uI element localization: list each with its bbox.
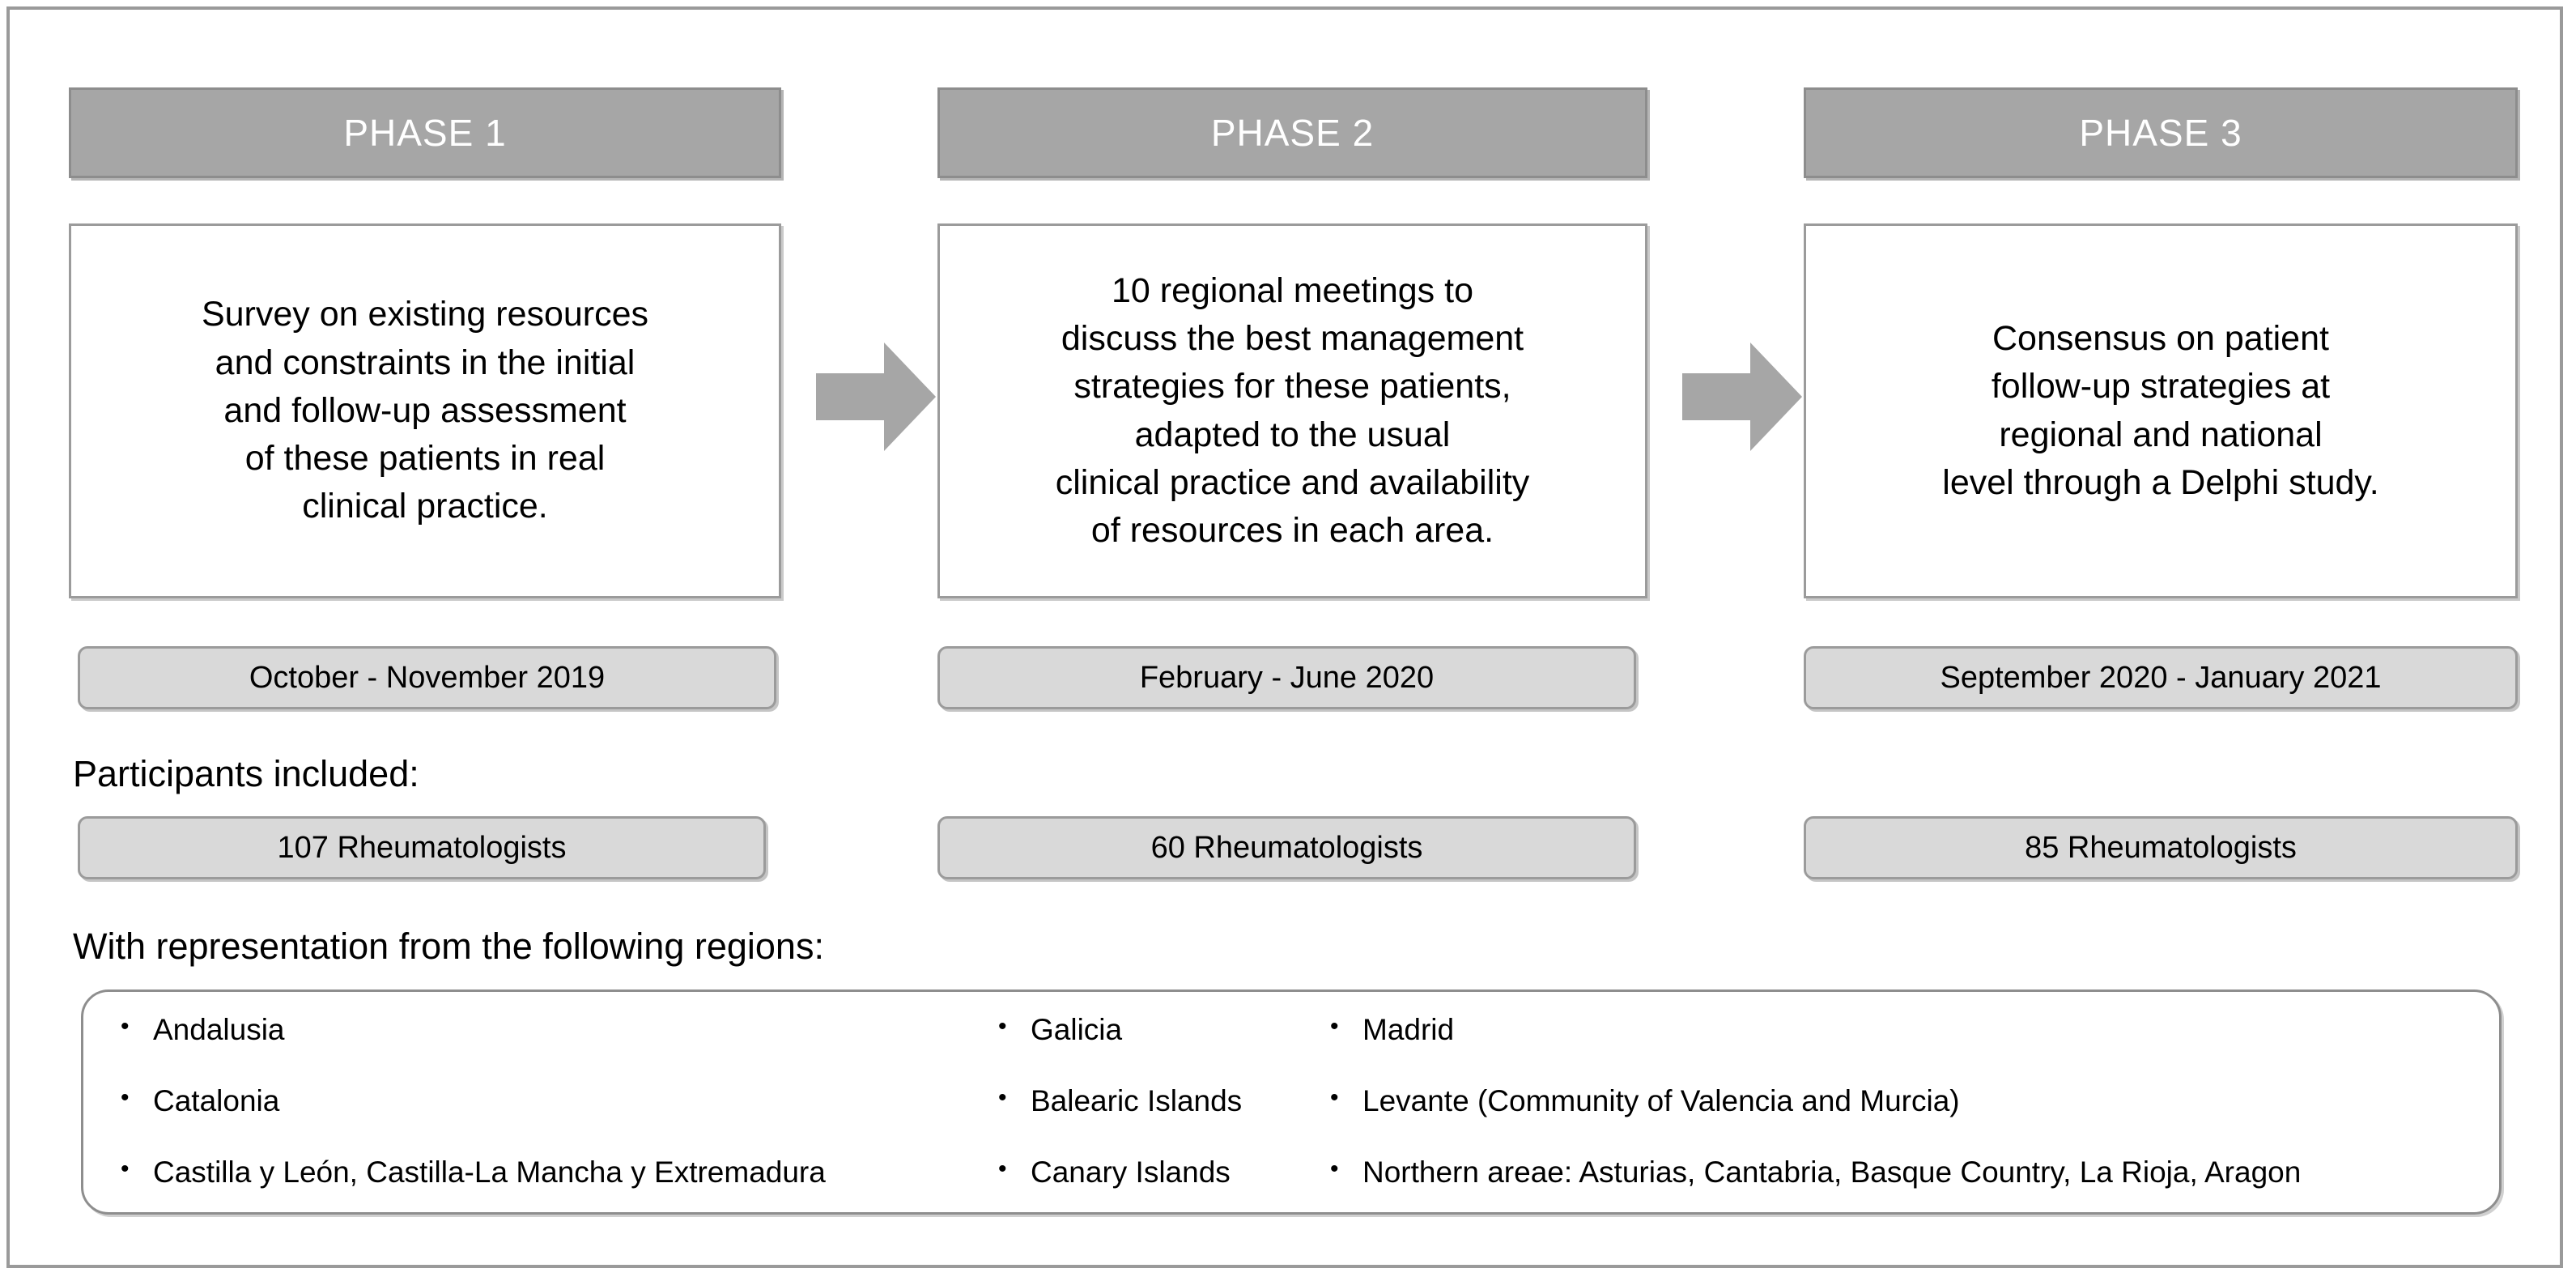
phase-3-participants-label: 85 Rheumatologists	[2025, 830, 2297, 865]
phase-2-header: PHASE 2	[937, 87, 1647, 178]
phase-2-participants-pill: 60 Rheumatologists	[937, 816, 1636, 879]
region-list-item: • Balearic Islands	[998, 1083, 1314, 1154]
regions-column-2: • Galicia • Balearic Islands • Canary Is…	[998, 1011, 1314, 1225]
phase-3-header-label: PHASE 3	[2079, 112, 2242, 154]
phase-2-date-label: February - June 2020	[1139, 660, 1435, 695]
region-list-item: • Levante (Community of Valencia and Mur…	[1330, 1083, 2480, 1154]
region-label: Northern areae: Asturias, Cantabria, Bas…	[1362, 1155, 2302, 1189]
phase-1-date-pill: October - November 2019	[78, 646, 776, 709]
region-label: Castilla y León, Castilla-La Mancha y Ex…	[153, 1155, 826, 1189]
region-label: Balearic Islands	[1031, 1084, 1243, 1117]
region-list-item: • Madrid	[1330, 1011, 2480, 1083]
phase-1-participants-label: 107 Rheumatologists	[277, 830, 567, 865]
phase-3-description-box: Consensus on patient follow-up strategie…	[1804, 223, 2518, 598]
region-list-item: • Northern areae: Asturias, Cantabria, B…	[1330, 1154, 2480, 1225]
phase-2-description-text: 10 regional meetings to discuss the best…	[1055, 270, 1530, 551]
participants-included-label: Participants included:	[73, 753, 419, 794]
region-label: Catalonia	[153, 1084, 280, 1117]
bullet-icon: •	[121, 1155, 130, 1182]
region-label: Canary Islands	[1031, 1155, 1231, 1189]
phase-1-header: PHASE 1	[69, 87, 781, 178]
region-label: Andalusia	[153, 1013, 285, 1046]
bullet-icon: •	[1330, 1013, 1339, 1040]
phase-1-date-label: October - November 2019	[249, 660, 606, 695]
phase-3-participants-pill: 85 Rheumatologists	[1804, 816, 2518, 879]
bullet-icon: •	[121, 1084, 130, 1111]
phase-2-header-label: PHASE 2	[1210, 112, 1375, 154]
region-label: Madrid	[1362, 1013, 1455, 1046]
region-list-item: • Galicia	[998, 1011, 1314, 1083]
bullet-icon: •	[121, 1013, 130, 1040]
region-list-item: • Castilla y León, Castilla-La Mancha y …	[121, 1154, 1035, 1225]
bullet-icon: •	[1330, 1155, 1339, 1182]
regions-box: • Andalusia • Catalonia • Castilla y Leó…	[81, 989, 2502, 1215]
region-list-item: • Catalonia	[121, 1083, 1035, 1154]
regions-column-1: • Andalusia • Catalonia • Castilla y Leó…	[121, 1011, 1035, 1225]
arrow-right-icon-1	[810, 336, 939, 458]
regions-intro-label: With representation from the following r…	[73, 926, 824, 967]
phase-3-date-pill: September 2020 - January 2021	[1804, 646, 2518, 709]
regions-column-3: • Madrid • Levante (Community of Valenci…	[1330, 1011, 2480, 1225]
region-label: Galicia	[1031, 1013, 1123, 1046]
phase-2-participants-label: 60 Rheumatologists	[1150, 830, 1423, 865]
phase-3-header: PHASE 3	[1804, 87, 2518, 178]
arrow-right-icon-2	[1676, 336, 1805, 458]
phase-1-header-label: PHASE 1	[343, 112, 507, 154]
phase-3-date-label: September 2020 - January 2021	[1940, 660, 2382, 695]
phase-1-participants-pill: 107 Rheumatologists	[78, 816, 766, 879]
bullet-icon: •	[998, 1155, 1007, 1182]
phase-1-description-text: Survey on existing resources and constra…	[201, 295, 649, 526]
bullet-icon: •	[998, 1084, 1007, 1111]
region-list-item: • Canary Islands	[998, 1154, 1314, 1225]
region-label: Levante (Community of Valencia and Murci…	[1362, 1084, 1960, 1117]
phase-3-description-text: Consensus on patient follow-up strategie…	[1942, 318, 2379, 502]
phase-2-description-box: 10 regional meetings to discuss the best…	[937, 223, 1647, 598]
region-list-item: • Andalusia	[121, 1011, 1035, 1083]
bullet-icon: •	[1330, 1084, 1339, 1111]
phase-1-description-box: Survey on existing resources and constra…	[69, 223, 781, 598]
phase-2-date-pill: February - June 2020	[937, 646, 1636, 709]
bullet-icon: •	[998, 1013, 1007, 1040]
